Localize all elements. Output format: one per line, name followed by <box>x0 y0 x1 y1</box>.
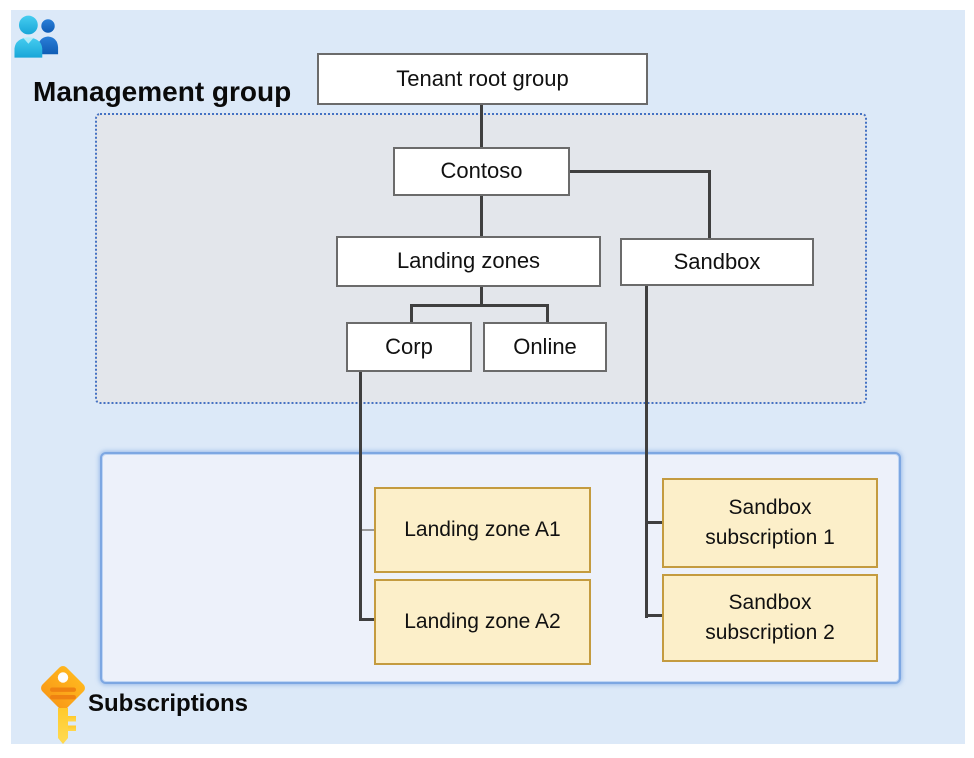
connector-tenant-to-contoso <box>480 105 483 148</box>
people-icon <box>12 14 62 65</box>
connector-branch-to-corp <box>410 304 413 323</box>
node-tenant-root-group-label: Tenant root group <box>396 65 569 91</box>
connector-sandbox-to-subscriptions <box>645 286 648 618</box>
connector-elbow-sandbox-subscription-2 <box>648 614 663 617</box>
node-landing-zone-a1: Landing zone A1 <box>374 487 591 573</box>
connector-corp-to-subscriptions <box>359 372 362 621</box>
node-sandbox: Sandbox <box>620 238 814 286</box>
management-group-heading: Management group <box>33 76 292 107</box>
node-corp: Corp <box>346 322 472 372</box>
node-sandbox-subscription-2: Sandbox subscription 2 <box>662 574 878 662</box>
node-contoso: Contoso <box>393 147 570 196</box>
connector-contoso-to-sandbox-horizontal <box>570 170 711 173</box>
node-sandbox-subscription-1-label: Sandbox subscription 1 <box>705 495 835 549</box>
subscriptions-heading: Subscriptions <box>88 690 249 717</box>
connector-contoso-to-landing-zones <box>480 196 483 237</box>
node-landing-zones-label: Landing zones <box>396 248 541 274</box>
node-landing-zone-a2-label: Landing zone A2 <box>404 609 561 633</box>
connector-tick-sandbox-subscription-1 <box>648 521 663 524</box>
node-contoso-label: Contoso <box>440 158 523 184</box>
node-sandbox-subscription-2-label: Sandbox subscription 2 <box>705 590 835 644</box>
connector-tick-landing-zone-a1 <box>362 529 374 531</box>
node-corp-label: Corp <box>385 333 433 359</box>
node-tenant-root-group: Tenant root group <box>317 53 648 105</box>
node-online: Online <box>483 322 607 372</box>
node-sandbox-label: Sandbox <box>673 248 761 274</box>
node-landing-zone-a2: Landing zone A2 <box>374 579 591 665</box>
connector-landing-zones-branch <box>410 304 549 307</box>
node-online-label: Online <box>513 333 577 359</box>
node-landing-zone-a1-label: Landing zone A1 <box>404 517 561 541</box>
connector-elbow-landing-zone-a2 <box>359 618 375 621</box>
node-sandbox-subscription-1: Sandbox subscription 1 <box>662 478 878 568</box>
node-landing-zones: Landing zones <box>336 236 601 287</box>
connector-branch-to-online <box>546 304 549 323</box>
connector-landing-zones-trunk <box>480 287 483 306</box>
key-icon <box>36 664 90 749</box>
connector-contoso-to-sandbox-vertical <box>708 170 711 239</box>
